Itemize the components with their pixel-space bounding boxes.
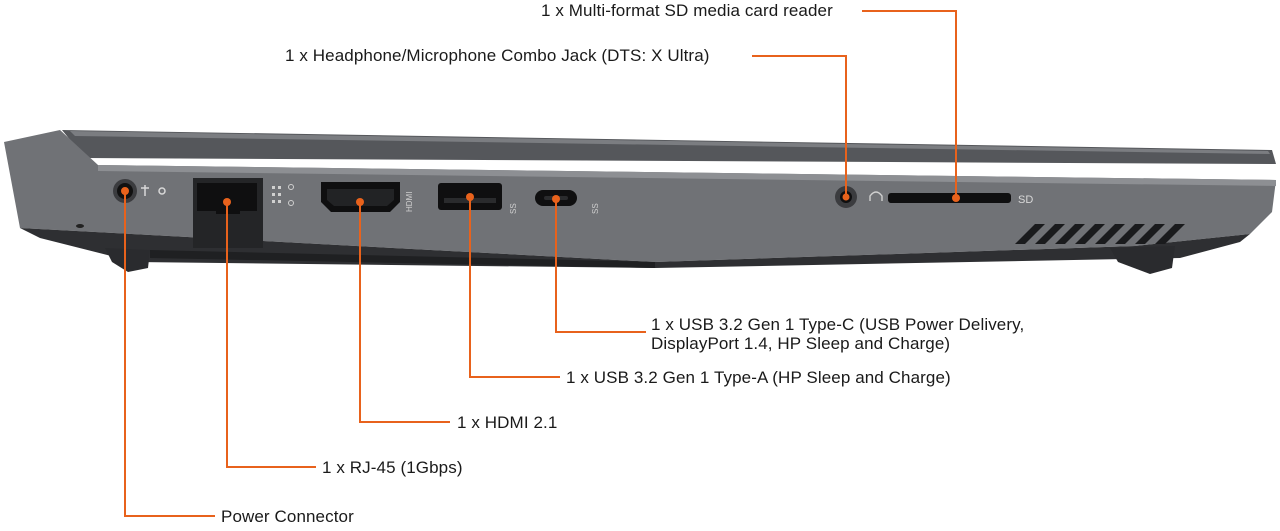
callout-power: Power Connector — [221, 507, 354, 526]
ethernet-icon — [272, 184, 294, 206]
status-led — [76, 224, 84, 228]
sd-card-slot — [888, 193, 1011, 203]
leader-audio — [752, 55, 847, 197]
callout-audio-jack: 1 x Headphone/Microphone Combo Jack (DTS… — [285, 46, 710, 65]
usb-c-ss-label: SS — [591, 203, 600, 214]
leader-rj45 — [226, 202, 316, 468]
front-foot — [105, 248, 150, 272]
leader-dots — [121, 187, 960, 206]
power-plug-icon — [141, 185, 166, 196]
laptop-side-panel — [4, 130, 1276, 262]
callout-usb-c: 1 x USB 3.2 Gen 1 Type-C (USB Power Deli… — [651, 315, 1025, 353]
lid-shine — [70, 131, 1270, 154]
side-panel-highlight — [98, 165, 1276, 186]
hdmi-label: HDMI — [405, 192, 414, 212]
usb-a-ss-label: SS — [509, 203, 518, 214]
bottom-edge — [150, 250, 655, 268]
sd-label: SD — [1018, 194, 1033, 206]
exhaust-vent — [1015, 224, 1185, 244]
leader-lines — [124, 10, 957, 517]
rear-foot — [1110, 246, 1175, 274]
callout-hdmi: 1 x HDMI 2.1 — [457, 413, 558, 432]
leader-usb-a — [469, 197, 560, 378]
headphone-icon — [869, 191, 883, 201]
leader-hdmi — [359, 202, 450, 423]
callout-rj45: 1 x RJ-45 (1Gbps) — [322, 458, 463, 477]
leader-usb-c — [555, 199, 646, 333]
hdmi-port-inner — [327, 189, 394, 206]
leader-power — [124, 191, 215, 517]
callout-sd-reader: 1 x Multi-format SD media card reader — [541, 1, 833, 20]
callout-usb-a: 1 x USB 3.2 Gen 1 Type-A (HP Sleep and C… — [566, 368, 951, 387]
leader-sd — [862, 10, 957, 198]
